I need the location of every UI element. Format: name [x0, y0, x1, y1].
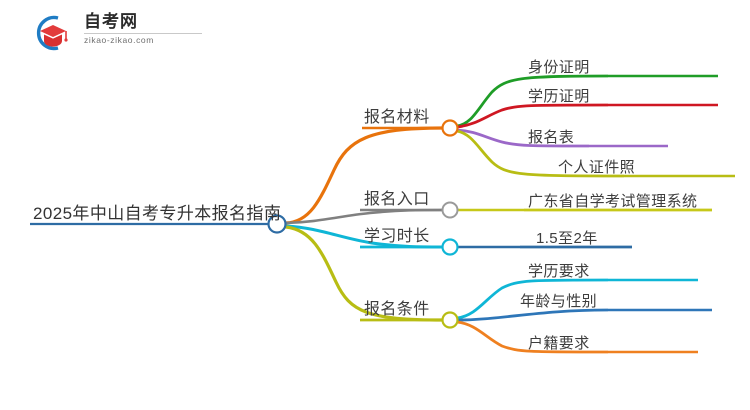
- root-node-label[interactable]: 2025年中山自考专升本报名指南: [33, 204, 282, 223]
- graduation-cap-icon: [28, 12, 74, 54]
- logo-domain: zikao-zikao.com: [84, 35, 154, 45]
- branch-label-4[interactable]: 报名条件: [364, 301, 430, 318]
- branch-label-3[interactable]: 学习时长: [364, 228, 430, 245]
- branch-label-2[interactable]: 报名入口: [364, 191, 430, 208]
- sub-label-3-1[interactable]: 1.5至2年: [536, 230, 598, 247]
- sub-label-4-2[interactable]: 年龄与性别: [520, 293, 598, 310]
- sub-curve-1-3: [455, 128, 590, 148]
- logo-text: 自考网 zikao-zikao.com: [84, 12, 208, 46]
- root-node-circle: [267, 214, 287, 234]
- branch-1-node-circle: [441, 119, 459, 137]
- site-logo: 自考网 zikao-zikao.com: [28, 8, 208, 56]
- sub-curve-1-2: [455, 103, 609, 129]
- branch-3-node-circle: [441, 238, 459, 256]
- sub-curve-1-4: [455, 129, 625, 178]
- sub-curve-4-1: [455, 278, 609, 320]
- sub-label-4-3[interactable]: 户籍要求: [528, 335, 590, 352]
- logo-title: 自考网: [84, 12, 138, 31]
- sub-label-1-2[interactable]: 学历证明: [528, 88, 590, 105]
- sub-label-1-1[interactable]: 身份证明: [528, 59, 590, 76]
- sub-label-1-3[interactable]: 报名表: [528, 129, 575, 146]
- sub-label-2-1[interactable]: 广东省自学考试管理系统: [528, 193, 698, 210]
- branch-4-node-circle: [441, 311, 459, 329]
- sub-curve-1-1: [455, 74, 609, 128]
- sub-curve-4-3: [455, 320, 609, 354]
- branch-curve-1: [284, 126, 445, 225]
- sub-curve-4-2: [455, 308, 609, 322]
- branch-curve-4: [284, 225, 445, 322]
- logo-divider: [84, 33, 202, 34]
- branch-2-node-circle: [441, 201, 459, 219]
- sub-label-4-1[interactable]: 学历要求: [528, 263, 590, 280]
- branch-label-1[interactable]: 报名材料: [364, 109, 430, 126]
- sub-label-1-4[interactable]: 个人证件照: [558, 159, 636, 176]
